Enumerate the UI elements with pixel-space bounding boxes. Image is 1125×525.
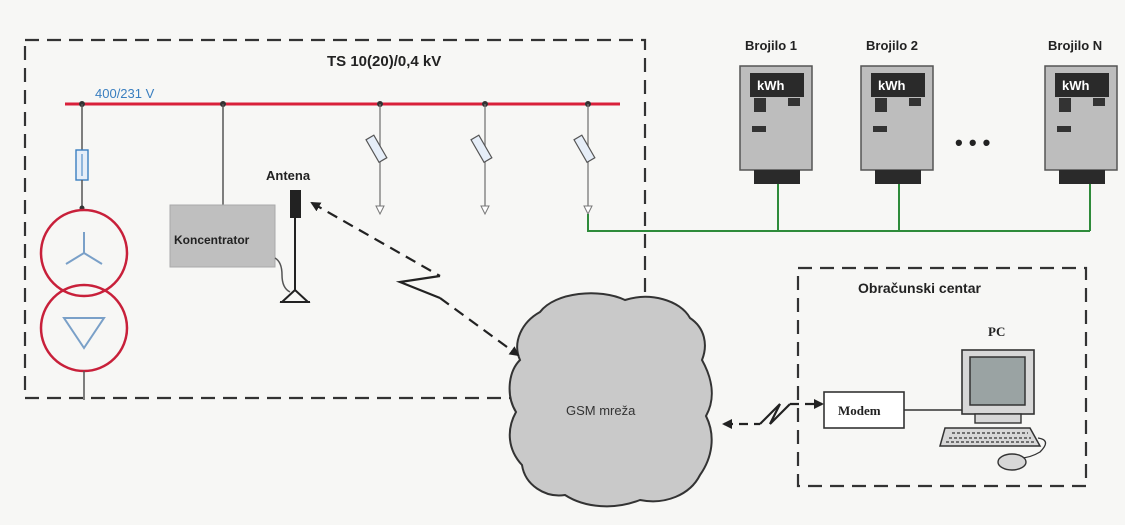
transformer-feeder xyxy=(75,104,89,211)
antenna-label: Antena xyxy=(266,168,311,183)
substation-boundary xyxy=(23,38,647,400)
meters-ellipsis: • • • xyxy=(955,130,990,155)
feeder-2 xyxy=(470,104,493,216)
feeder-fuse-icon xyxy=(365,134,388,164)
antenna-gsm-link xyxy=(310,202,520,357)
mouse-icon xyxy=(997,453,1027,471)
meter-n: Brojilo N kWh xyxy=(1044,38,1118,184)
antenna-icon xyxy=(274,190,311,303)
billing-center-boundary xyxy=(796,266,1088,488)
feeder-fuse-icon xyxy=(470,134,493,164)
meter-display: kWh xyxy=(1062,78,1090,93)
concentrator-label: Koncentrator xyxy=(174,233,250,247)
meter-line xyxy=(587,183,1091,232)
feeder-1 xyxy=(365,104,388,216)
computer-icon xyxy=(939,349,1047,471)
gsm-label: GSM mreža xyxy=(566,403,636,418)
concentrator-box xyxy=(169,204,276,268)
meter-display: kWh xyxy=(757,78,785,93)
meter-1: Brojilo 1 kWh xyxy=(739,38,813,184)
meter-label: Brojilo 1 xyxy=(745,38,797,53)
busbar-voltage-label: 400/231 V xyxy=(95,86,155,101)
meter-label: Brojilo 2 xyxy=(866,38,918,53)
pc-label: PC xyxy=(988,324,1005,339)
feeder-3 xyxy=(573,104,596,216)
transformer-icon xyxy=(39,208,129,400)
feeder-fuse-icon xyxy=(573,134,596,164)
gsm-cloud xyxy=(508,292,713,508)
modem-box xyxy=(823,391,905,429)
gsm-modem-link xyxy=(722,399,824,429)
meter-label: Brojilo N xyxy=(1048,38,1102,53)
billing-center-title: Obračunski centar xyxy=(858,280,981,296)
meter-display: kWh xyxy=(878,78,906,93)
meter-2: Brojilo 2 kWh xyxy=(860,38,934,184)
substation-title: TS 10(20)/0,4 kV xyxy=(327,53,441,70)
modem-label: Modem xyxy=(838,403,881,418)
